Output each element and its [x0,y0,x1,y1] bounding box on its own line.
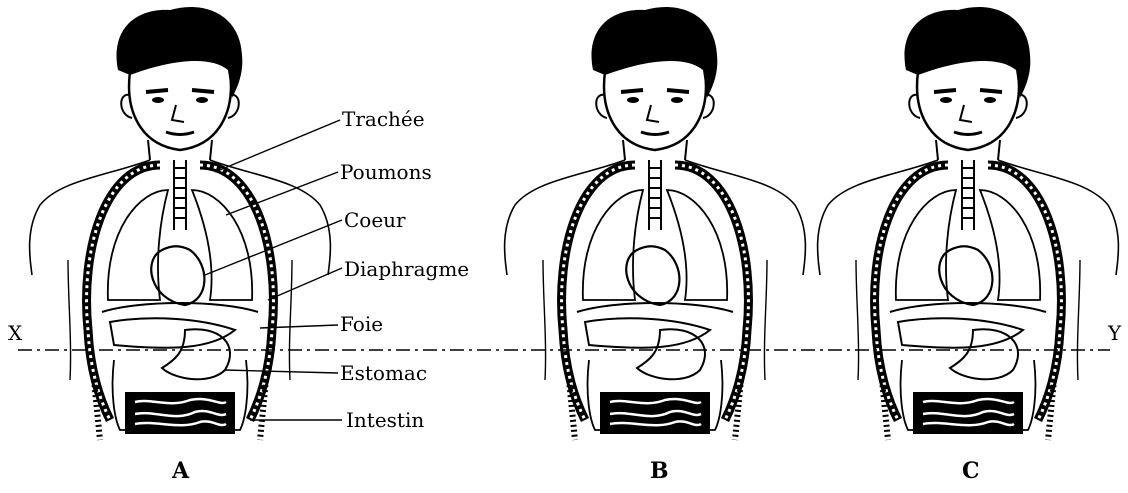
label-diaphragme: Diaphragme [344,257,469,281]
figure-c-torso [818,7,1119,440]
label-coeur: Coeur [344,208,406,232]
label-foie: Foie [340,312,383,336]
label-intestin: Intestin [346,408,424,432]
figure-a-label: A [171,458,190,484]
figure-c-label: C [962,458,980,484]
cut-line-left-label: X [8,321,23,345]
figure-b-label: B [650,458,669,484]
label-estomac: Estomac [340,361,427,385]
cut-line-right-label: Y [1107,321,1122,345]
label-trachee: Trachée [342,107,425,131]
figure-a-torso [30,7,331,440]
label-poumons: Poumons [340,160,432,184]
figure-b-torso [505,7,806,440]
